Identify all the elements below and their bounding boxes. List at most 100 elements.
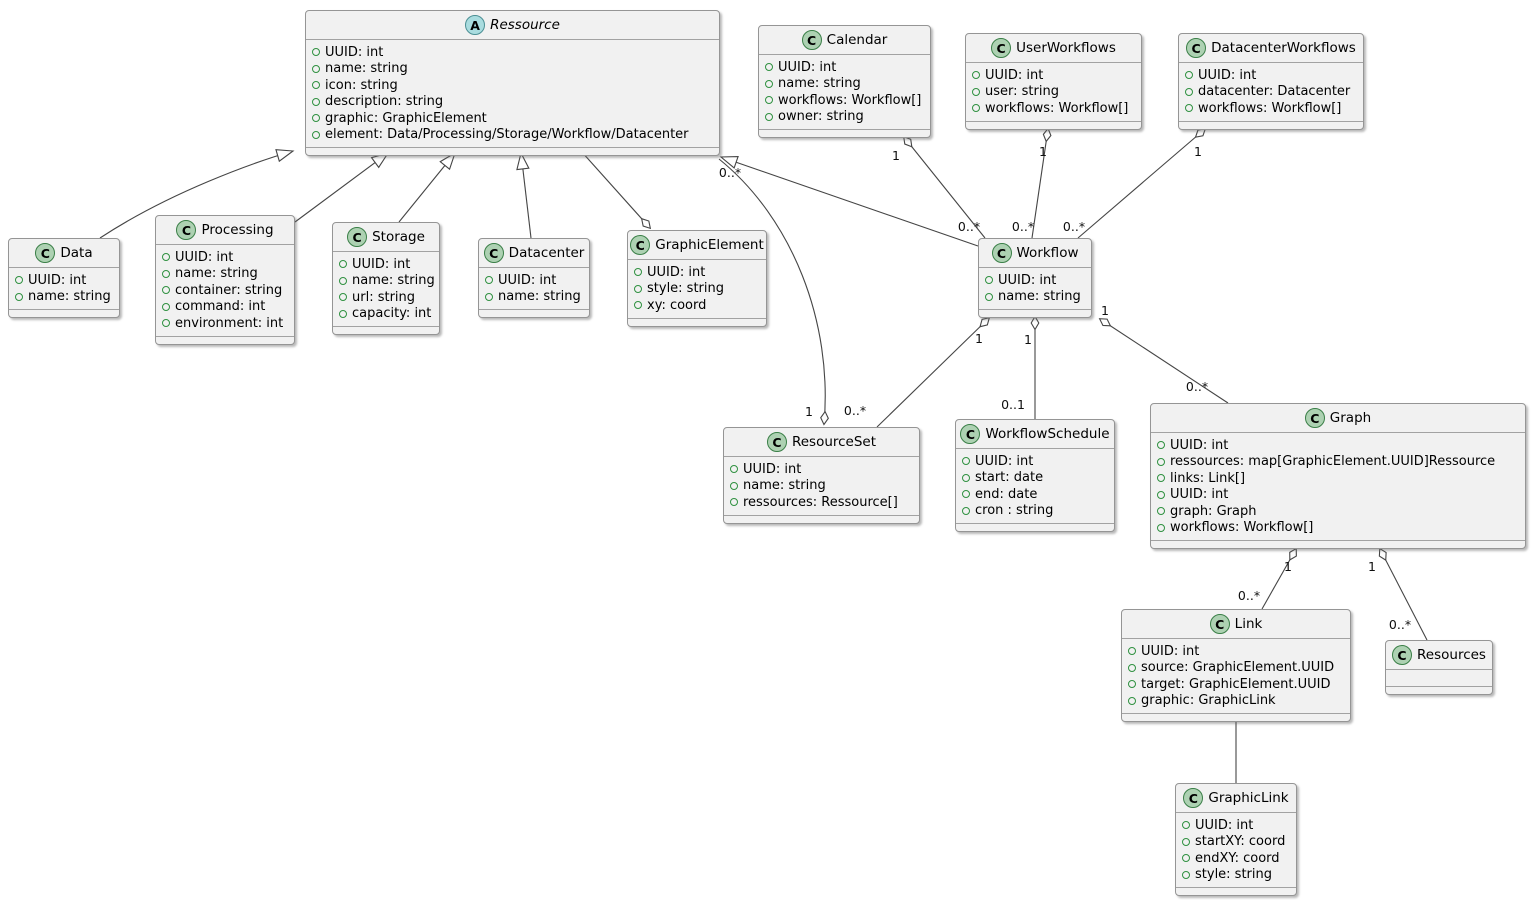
attribute-row: UUID: int xyxy=(1157,437,1518,454)
multiplicity-label: 0..* xyxy=(1389,617,1411,632)
attribute-row: name: string xyxy=(485,289,582,306)
class-stereotype-icon: C xyxy=(176,220,197,240)
class-stereotype-icon: C xyxy=(630,235,651,255)
multiplicity-label: 1 xyxy=(1101,303,1109,318)
attribute-text: source: GraphicElement.UUID xyxy=(1141,660,1335,676)
field-visibility-icon xyxy=(1182,837,1190,846)
attribute-text: name: string xyxy=(778,76,861,92)
class-stereotype-icon: C xyxy=(1392,645,1413,665)
attribute-text: style: string xyxy=(1195,867,1273,883)
field-visibility-icon xyxy=(765,112,773,121)
class-stereotype-icon: C xyxy=(347,227,368,247)
attribute-row: name: string xyxy=(312,61,712,78)
attribute-text: UUID: int xyxy=(1170,437,1229,453)
attribute-row: workflows: Workflow[] xyxy=(1185,100,1356,117)
field-visibility-icon xyxy=(1157,457,1165,466)
field-visibility-icon xyxy=(972,71,980,80)
attribute-text: UUID: int xyxy=(647,264,706,280)
attribute-text: command: int xyxy=(175,299,266,315)
class-title: GraphicLink xyxy=(1208,790,1289,806)
edge-resourceset-has-ressources xyxy=(718,158,825,424)
multiplicity-label: 0..* xyxy=(958,219,980,234)
attribute-row: startXY: coord xyxy=(1182,834,1289,851)
attribute-text: name: string xyxy=(498,289,581,305)
edge-workflow-has-graphs xyxy=(1100,319,1229,404)
attribute-text: description: string xyxy=(325,94,444,110)
attribute-text: name: string xyxy=(28,289,111,305)
class-title: Calendar xyxy=(826,32,888,48)
field-visibility-icon xyxy=(1157,523,1165,532)
attribute-row: UUID: int xyxy=(15,272,112,289)
field-visibility-icon xyxy=(765,79,773,88)
attribute-text: name: string xyxy=(175,266,258,282)
attribute-text: graphic: GraphicLink xyxy=(1141,693,1276,709)
attribute-row: ressources: Ressource[] xyxy=(730,494,912,511)
attribute-text: UUID: int xyxy=(325,44,384,60)
class-stereotype-icon: C xyxy=(801,30,822,50)
attribute-row: workflows: Workflow[] xyxy=(972,100,1134,117)
attribute-text: name: string xyxy=(743,478,826,494)
attribute-text: UUID: int xyxy=(175,249,234,265)
field-visibility-icon xyxy=(985,292,993,301)
field-visibility-icon xyxy=(15,276,23,285)
attribute-row: datacenter: Datacenter xyxy=(1185,84,1356,101)
attribute-row: graph: Graph xyxy=(1157,503,1518,520)
methods-compartment xyxy=(156,337,294,344)
attribute-text: UUID: int xyxy=(1198,67,1257,83)
attribute-row: user: string xyxy=(972,84,1134,101)
field-visibility-icon xyxy=(1182,870,1190,879)
edge-storage-extends-ressource xyxy=(398,151,456,223)
field-visibility-icon xyxy=(1182,854,1190,863)
multiplicity-label: 1 xyxy=(805,404,813,419)
attribute-row: UUID: int xyxy=(962,453,1107,470)
class-stereotype-icon: C xyxy=(483,243,504,263)
methods-compartment xyxy=(724,516,919,523)
field-visibility-icon xyxy=(1185,71,1193,80)
attribute-row: container: string xyxy=(162,282,287,299)
attribute-text: container: string xyxy=(175,282,283,298)
edge-data-extends-ressource xyxy=(99,149,295,239)
methods-compartment xyxy=(1122,714,1350,721)
multiplicity-label: 1 xyxy=(892,148,900,163)
attributes-compartment xyxy=(1386,670,1492,687)
field-visibility-icon xyxy=(339,276,347,285)
attribute-text: style: string xyxy=(647,281,725,297)
attribute-text: ressources: Ressource[] xyxy=(743,494,898,510)
attribute-text: element: Data/Processing/Storage/Workflo… xyxy=(325,127,689,143)
attribute-row: UUID: int xyxy=(312,44,712,61)
attribute-text: capacity: int xyxy=(352,306,432,322)
attribute-row: xy: coord xyxy=(634,297,759,314)
class-stereotype-icon: C xyxy=(960,424,981,444)
field-visibility-icon xyxy=(1157,441,1165,450)
methods-compartment xyxy=(1179,122,1363,129)
multiplicity-label: 1 xyxy=(1024,332,1032,347)
class-stereotype-icon: C xyxy=(766,432,787,452)
multiplicity-label: 1 xyxy=(1284,559,1292,574)
attribute-row: description: string xyxy=(312,94,712,111)
field-visibility-icon xyxy=(162,319,170,328)
attribute-text: ressources: map[GraphicElement.UUID]Ress… xyxy=(1170,454,1496,470)
class-title: Data xyxy=(60,245,93,261)
methods-compartment xyxy=(479,310,589,317)
field-visibility-icon xyxy=(765,63,773,72)
methods-compartment xyxy=(1176,888,1296,895)
field-visibility-icon xyxy=(1157,490,1165,499)
attribute-text: graphic: GraphicElement xyxy=(325,110,487,126)
methods-compartment xyxy=(966,122,1141,129)
methods-compartment xyxy=(759,130,930,137)
class-stereotype-icon: C xyxy=(1209,614,1230,634)
attribute-row: endXY: coord xyxy=(1182,850,1289,867)
attribute-row: environment: int xyxy=(162,315,287,332)
